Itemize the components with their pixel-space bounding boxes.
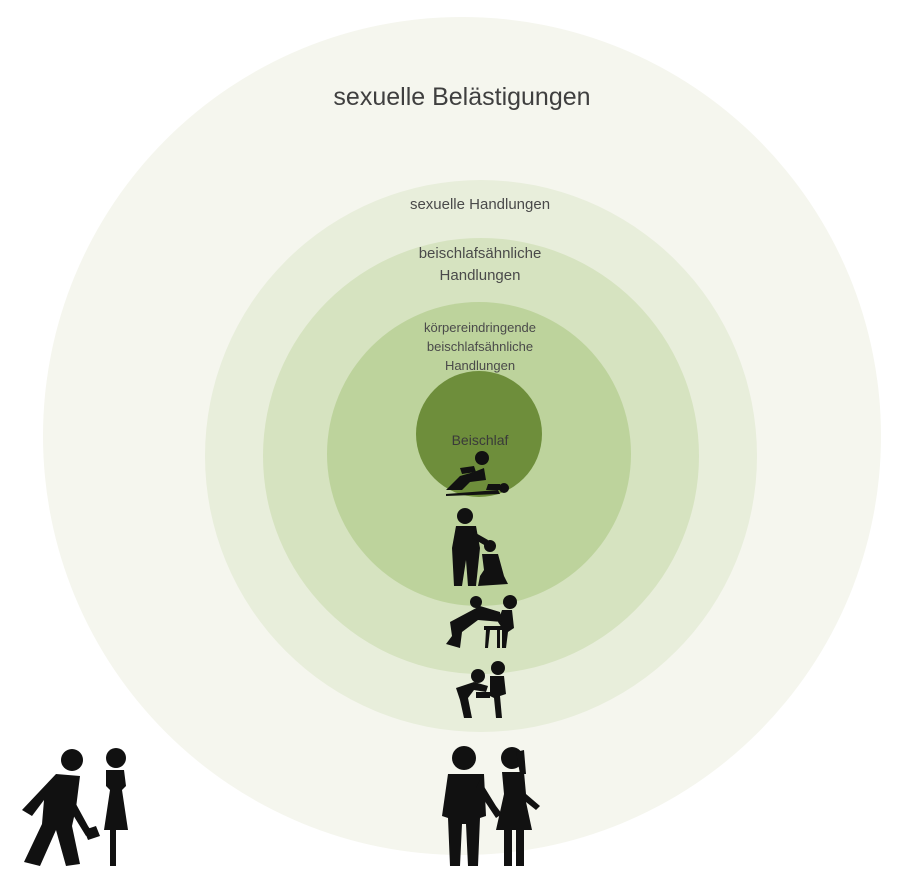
label-sexual-harassment: sexuelle Belästigungen	[333, 83, 591, 111]
touching-couple-pictogram-icon	[442, 746, 540, 866]
label-penetrating-acts: körpereindringende beischlafsähnliche Ha…	[423, 320, 537, 373]
intercourse-pictogram-icon	[446, 451, 509, 496]
label-intercourse-like-acts: beischlafsähnliche Handlungen	[418, 245, 542, 284]
oral-act-pictogram-icon	[452, 508, 508, 586]
label-intercourse: Beischlaf	[451, 432, 509, 448]
bending-over-chair-pictogram-icon	[446, 595, 517, 648]
label-sexual-acts: sexuelle Handlungen	[409, 196, 551, 213]
phone-upskirt-pictogram-icon	[22, 748, 128, 866]
groping-pictogram-icon	[456, 661, 506, 718]
